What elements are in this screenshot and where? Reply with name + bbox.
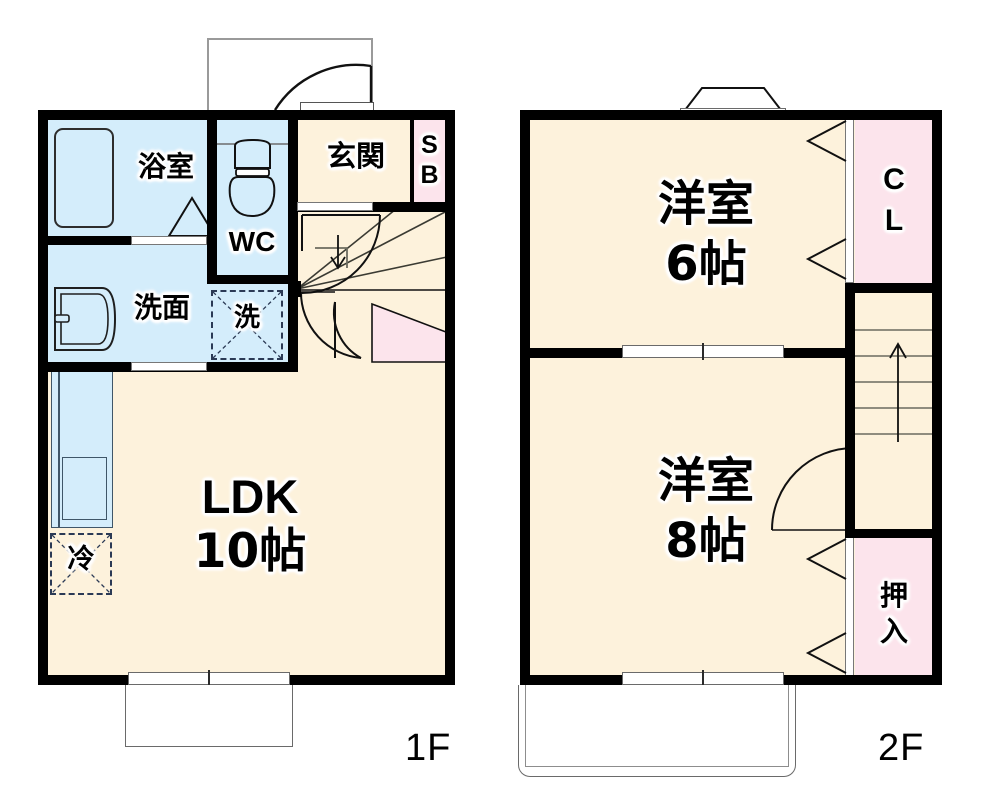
wall-1f-top bbox=[38, 110, 455, 120]
oshire-closet-fill bbox=[855, 537, 933, 676]
genkan-fill bbox=[297, 119, 413, 202]
wall-cl-left bbox=[847, 110, 855, 120]
cl-door-arrows-icon bbox=[805, 120, 847, 280]
washbasin-room-label: 洗面 bbox=[133, 291, 190, 324]
washer-space-label: 洗 bbox=[233, 303, 260, 333]
kitchen-counter-edge bbox=[58, 371, 60, 528]
ldk-room-label: LDK bbox=[201, 470, 299, 523]
wall-2f-top bbox=[520, 110, 942, 120]
bedroom8-door-swing-icon bbox=[771, 447, 855, 531]
wall-sb-divider bbox=[410, 119, 414, 202]
wall-1f-right bbox=[445, 110, 455, 685]
cl-closet-label: C L bbox=[883, 163, 905, 237]
floor-tag-2f: 2F bbox=[878, 727, 925, 769]
bath-room-label: 浴室 bbox=[137, 150, 194, 183]
wall-hall-ldk bbox=[288, 362, 298, 372]
wall-oshire-top bbox=[845, 529, 942, 538]
wall-cl-bottom bbox=[845, 283, 942, 293]
wall-stairwell-left bbox=[845, 283, 855, 537]
wall-2f-right bbox=[932, 110, 942, 685]
staircase-2f bbox=[855, 329, 942, 442]
entrance-porch bbox=[207, 38, 373, 110]
washbasin-door-opening bbox=[131, 362, 207, 371]
oshire-door-arrows-icon bbox=[805, 538, 847, 674]
wc-room-label: WC bbox=[228, 226, 276, 257]
genkan-label: 玄関 bbox=[326, 139, 385, 173]
bathtub bbox=[54, 128, 114, 228]
bedroom6-area-label: 6帖 bbox=[665, 236, 747, 292]
sb-closet-label: S B bbox=[420, 131, 439, 189]
ldk-area-label: 10帖 bbox=[193, 524, 307, 579]
fridge-space-label: 冷 bbox=[67, 544, 95, 575]
bedroom6-window-south-mullion bbox=[702, 343, 704, 360]
toilet-fixture bbox=[216, 138, 292, 218]
hall-door-swing-icon bbox=[301, 214, 381, 294]
sb-closet-fill bbox=[413, 119, 446, 202]
fridge-space bbox=[50, 533, 112, 595]
floor-plan-1f: 浴室 WC 洗面 洗 玄関 S B LDK 10帖 冷 1F bbox=[0, 0, 490, 812]
wall-stair-newel bbox=[288, 281, 301, 297]
balcony-inner-rail bbox=[525, 685, 789, 767]
wall-bath-bottom bbox=[38, 236, 217, 245]
bedroom6-room-label: 洋室 bbox=[657, 176, 754, 232]
bath-door-opening bbox=[131, 236, 207, 245]
ldk-door-swing-icon bbox=[299, 291, 362, 359]
oshire-closet-label: 押 入 bbox=[879, 579, 908, 649]
bedroom8-area-label: 8帖 bbox=[665, 513, 747, 569]
ldk-window-south-mullion bbox=[208, 670, 210, 687]
ldk-terrace bbox=[125, 685, 293, 747]
ldk-fill bbox=[47, 371, 446, 676]
wall-1f-left bbox=[38, 110, 48, 685]
cl-closet-fill bbox=[855, 119, 933, 283]
bedroom8-window-south-mullion bbox=[702, 670, 704, 687]
genkan-step-opening bbox=[297, 202, 373, 211]
bedroom8-room-label: 洋室 bbox=[657, 453, 754, 509]
floor-tag-1f: 1F bbox=[405, 727, 452, 769]
washer-space bbox=[211, 290, 283, 360]
wall-2f-left bbox=[520, 110, 530, 685]
wall-bath-wc-divider bbox=[207, 110, 217, 284]
kitchen-sink bbox=[62, 457, 107, 520]
floor-plan-2f: 洋室 6帖 洋室 8帖 C L 押 入 2F bbox=[490, 0, 981, 812]
wall-wet-right bbox=[288, 110, 298, 362]
wall-wc-bottom bbox=[207, 275, 297, 284]
washbasin-sink bbox=[54, 287, 117, 351]
washer-space-cross-icon bbox=[212, 291, 282, 359]
